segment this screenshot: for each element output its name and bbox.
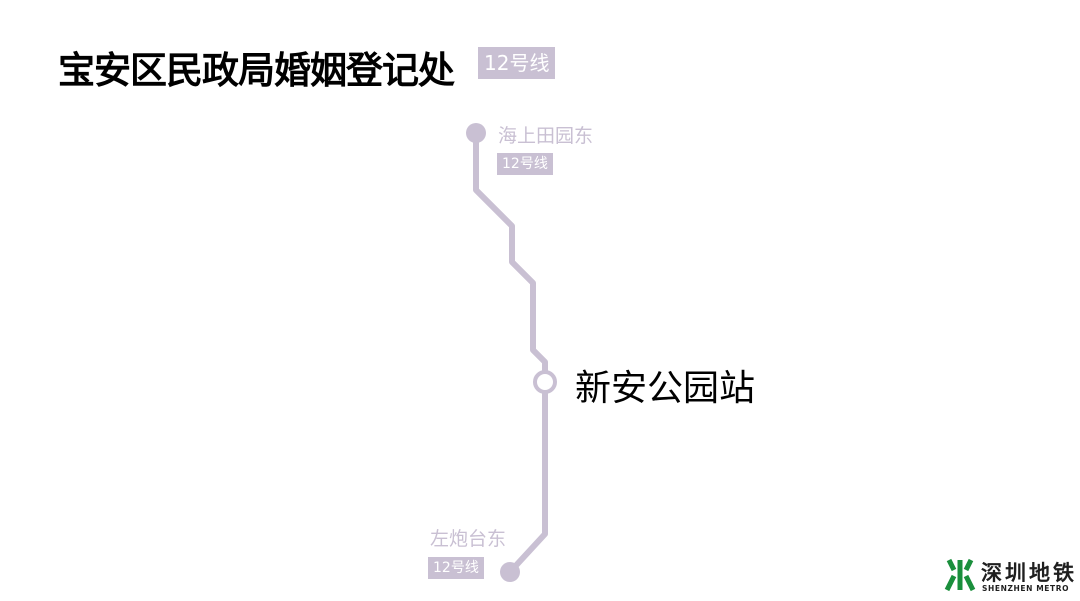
station-dot-south-terminal[interactable] xyxy=(500,562,520,582)
route-line xyxy=(473,130,548,575)
station-label-south-terminal: 左炮台东 xyxy=(430,528,507,550)
station-dot-north-terminal[interactable] xyxy=(466,123,486,143)
logo-text-cn: 深圳地铁 xyxy=(981,561,1077,585)
station-line-badge-south: 12号线 xyxy=(428,557,484,579)
station-line-badge-north: 12号线 xyxy=(497,153,553,175)
station-ring-current[interactable] xyxy=(533,370,557,394)
metro-logo-icon xyxy=(944,558,976,592)
current-station-label: 新安公园站 xyxy=(575,368,756,409)
station-label-north-terminal: 海上田园东 xyxy=(498,125,594,147)
line-badge: 12号线 xyxy=(478,47,556,79)
page-title: 宝安区民政局婚姻登记处 xyxy=(58,49,455,92)
logo-text-en: SHENZHEN METRO xyxy=(982,584,1070,593)
